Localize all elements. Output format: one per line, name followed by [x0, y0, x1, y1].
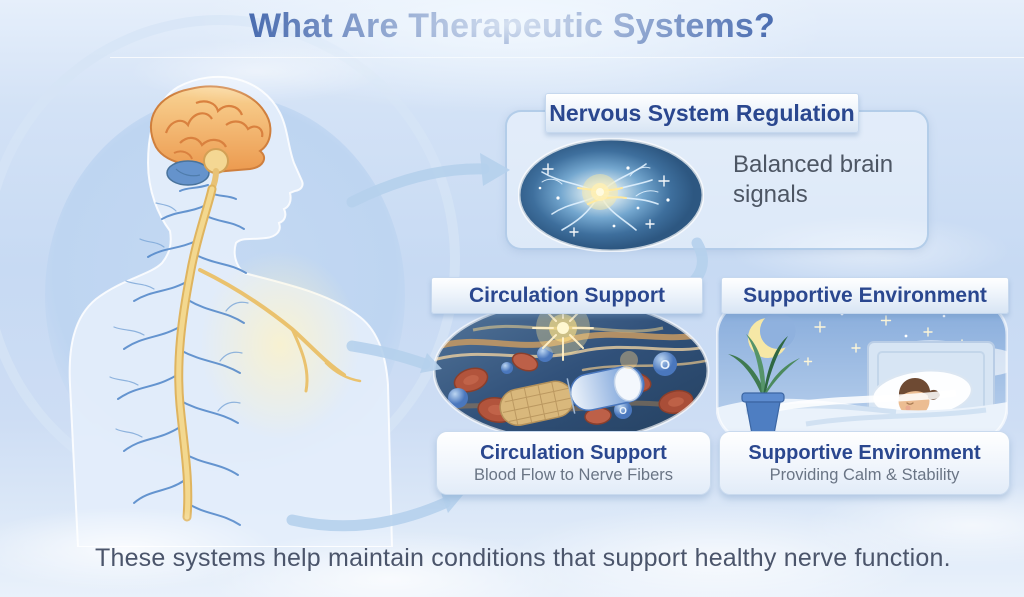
header-nervous-system-label: Nervous System Regulation — [549, 99, 855, 126]
header-environment: Supportive Environment — [721, 277, 1009, 314]
blood-flow-illustration: O O — [433, 300, 710, 442]
header-circulation: Circulation Support — [431, 277, 703, 314]
human-nervous-system-illustration — [68, 75, 394, 547]
caption-circulation-subtitle: Blood Flow to Nerve Fibers — [474, 465, 673, 484]
header-circulation-label: Circulation Support — [469, 283, 665, 307]
cerebellum — [166, 160, 210, 186]
header-nervous-system: Nervous System Regulation — [545, 93, 859, 133]
footer-caption: These systems help maintain conditions t… — [95, 544, 951, 572]
page-title: What Are Therapeutic Systems? — [248, 7, 775, 45]
oxygen-label: O — [660, 357, 670, 372]
oxygen-label: O — [619, 406, 627, 417]
neural-activity-illustration — [518, 138, 704, 252]
caption-environment: Supportive Environment Providing Calm & … — [719, 431, 1010, 495]
caption-environment-subtitle: Providing Calm & Stability — [769, 465, 960, 484]
caption-circulation: Circulation Support Blood Flow to Nerve … — [436, 431, 711, 495]
caption-environment-title: Supportive Environment — [748, 441, 981, 464]
title-divider — [110, 57, 1024, 58]
sleeping-person-illustration — [716, 300, 1008, 442]
caption-circulation-title: Circulation Support — [480, 441, 667, 464]
nervous-system-note: Balanced brain signals — [733, 151, 894, 208]
header-environment-label: Supportive Environment — [743, 283, 987, 307]
chest-glow — [200, 250, 360, 440]
